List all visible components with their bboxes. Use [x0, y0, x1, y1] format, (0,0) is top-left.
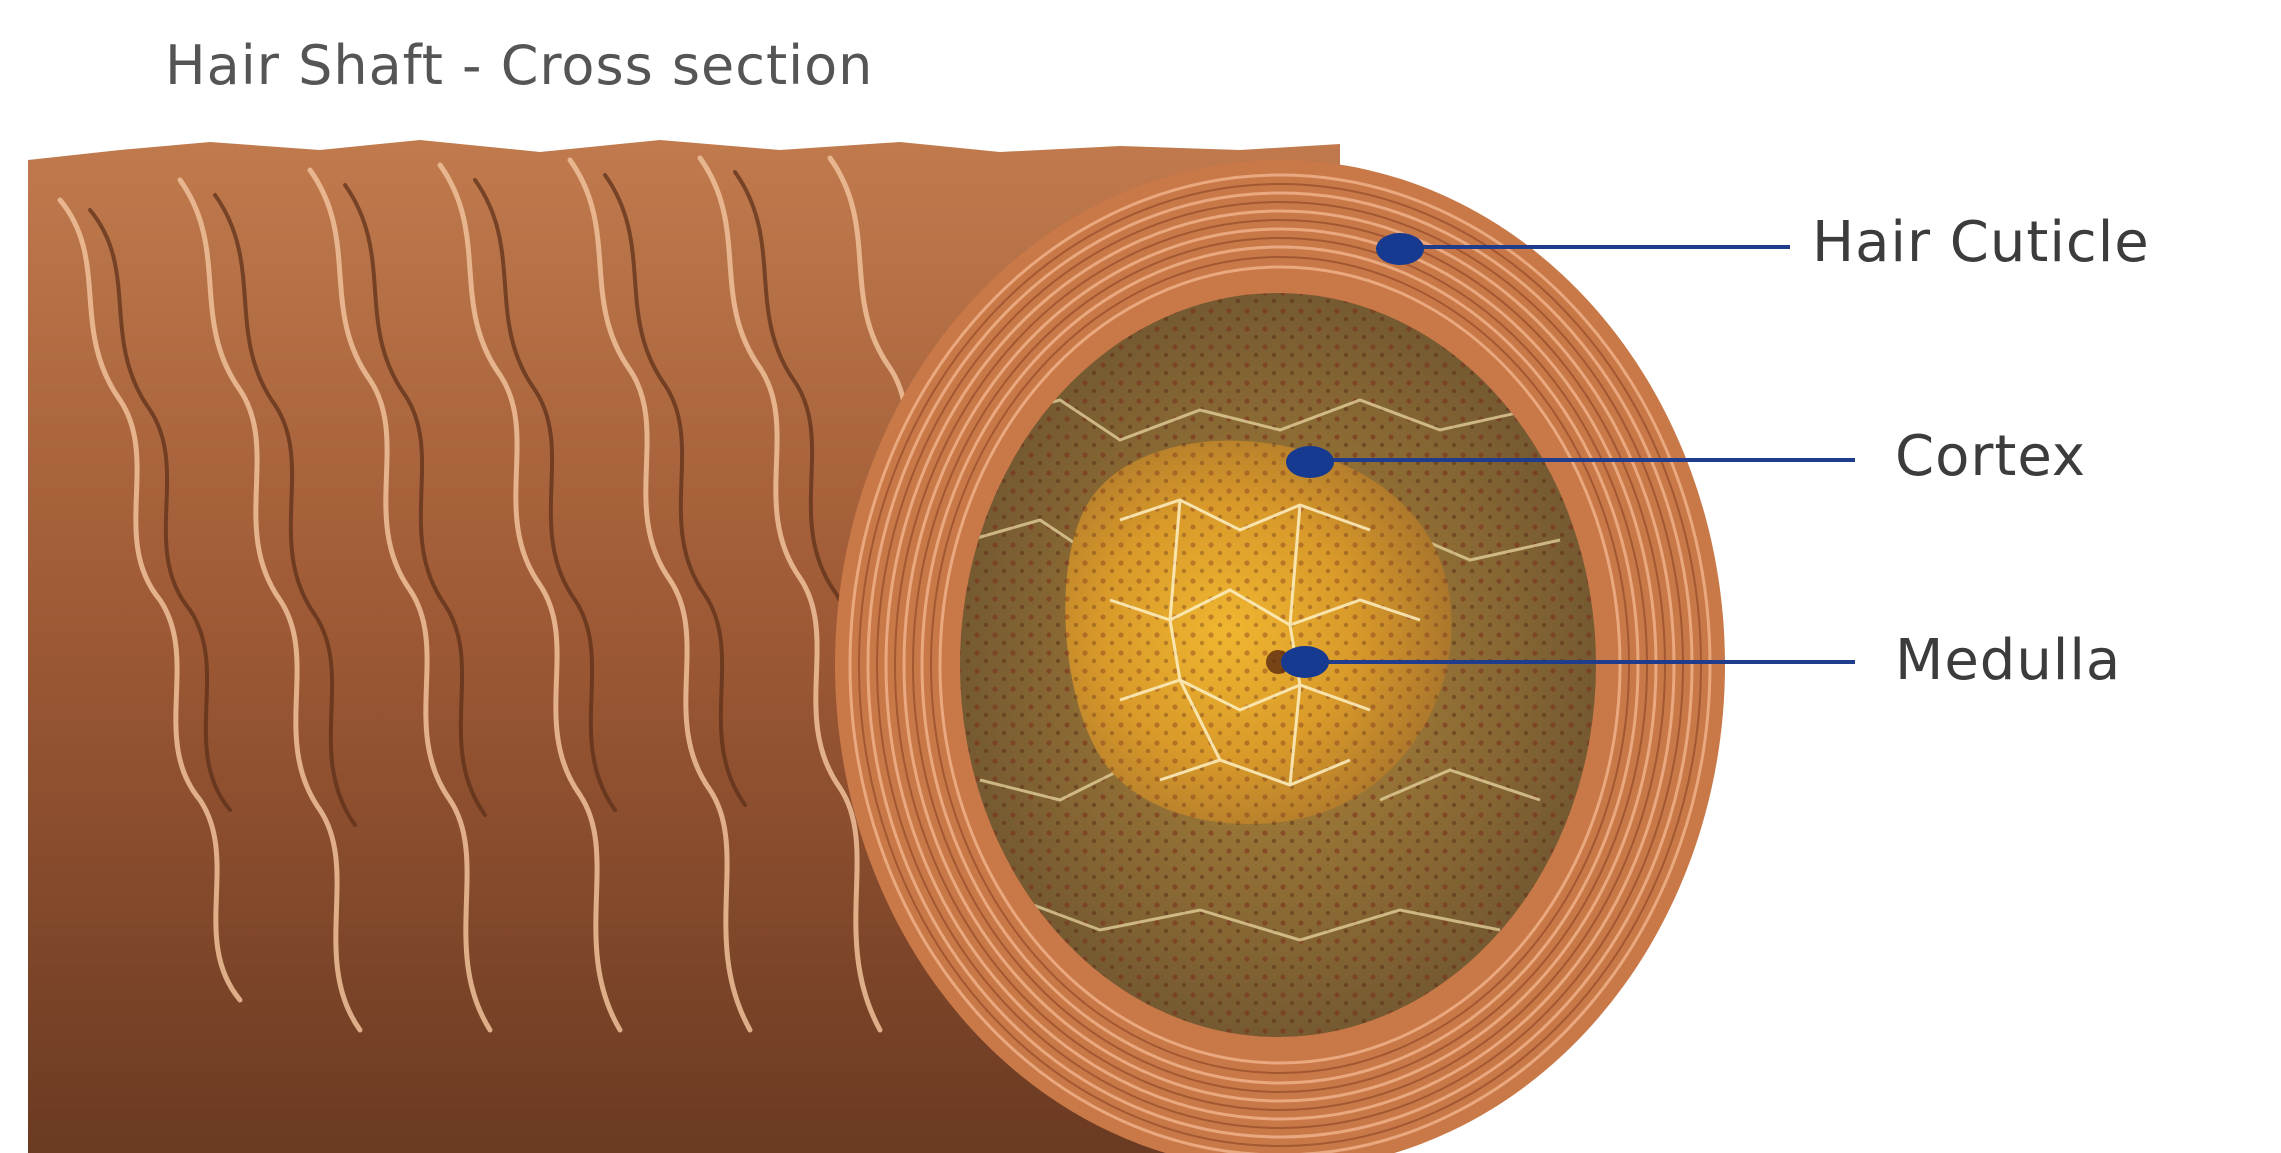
leader-dot-cuticle	[1376, 233, 1424, 265]
label-hair-cuticle: Hair Cuticle	[1812, 210, 2150, 275]
leader-dot-cortex	[1286, 446, 1334, 478]
leader-dot-medulla	[1281, 646, 1329, 678]
label-medulla: Medulla	[1895, 628, 2121, 693]
diagram-title: Hair Shaft - Cross section	[165, 34, 873, 97]
label-cortex: Cortex	[1895, 424, 2086, 489]
